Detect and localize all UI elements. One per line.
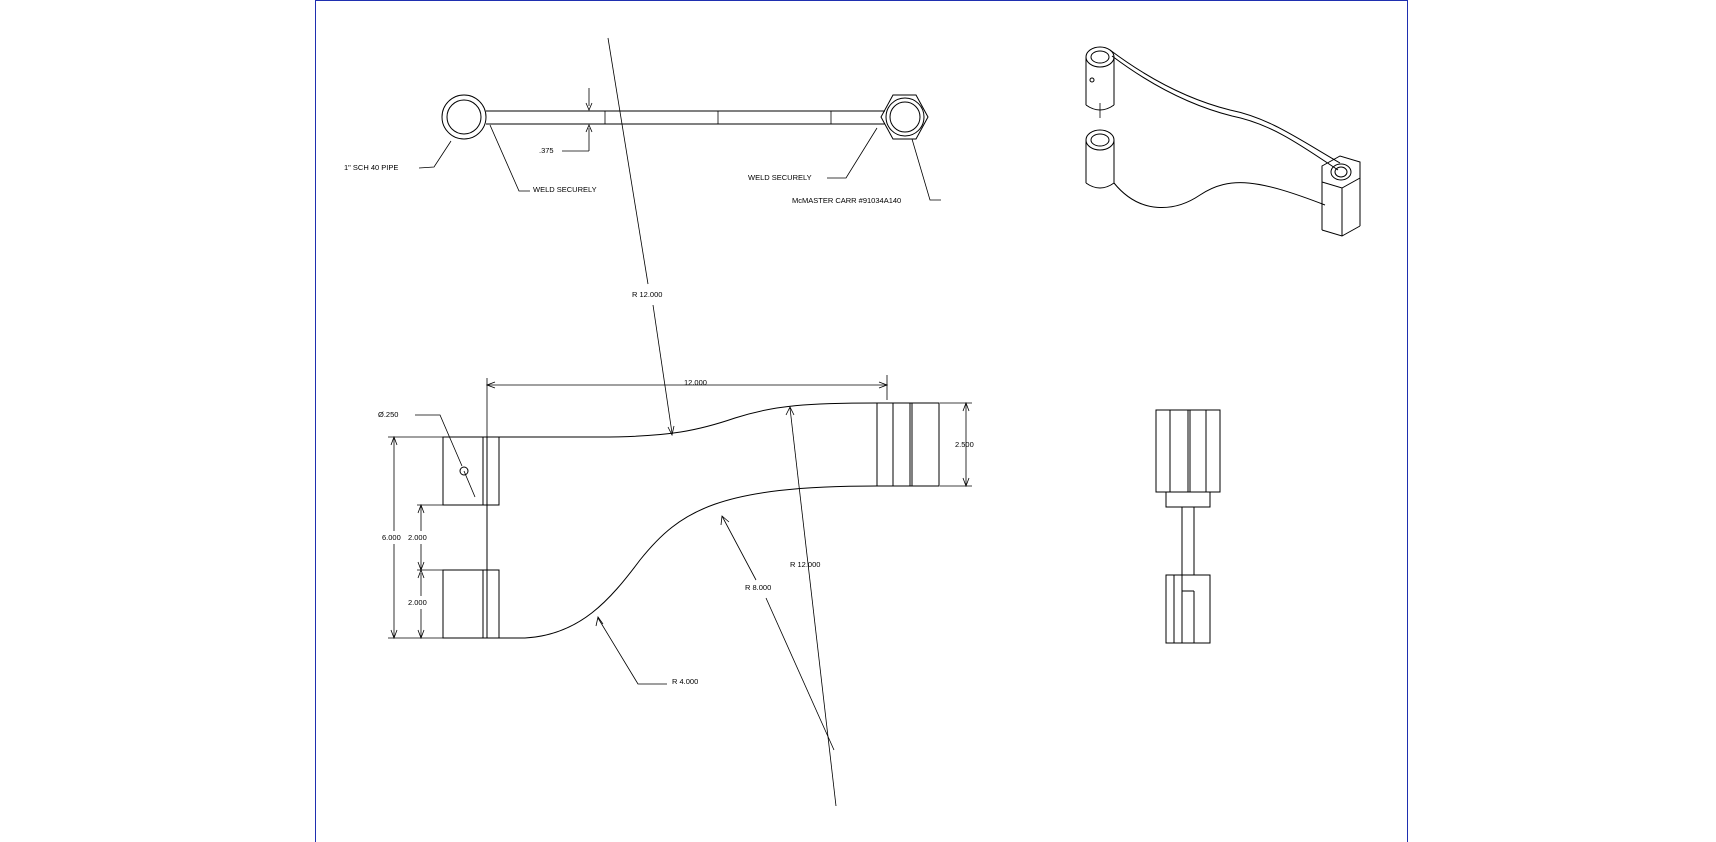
top-view: .375 1" SCH 40 PIPE WELD SECURELY WELD S…	[344, 88, 941, 205]
nut-label: McMASTER CARR #91034A140	[792, 196, 901, 205]
side-view	[1155, 409, 1221, 644]
pipe-label: 1" SCH 40 PIPE	[344, 163, 398, 172]
nut-bore-outer	[885, 97, 925, 137]
pipe-outer	[441, 94, 487, 140]
hole-dia-label: Ø.250	[378, 410, 398, 419]
weld-left-label: WELD SECURELY	[533, 185, 597, 194]
bracket-top-edge	[499, 402, 878, 438]
radius-12-lower-leader	[789, 407, 837, 807]
length-dimension	[485, 375, 889, 437]
end-nut	[876, 402, 940, 487]
weld-left-leader	[489, 124, 530, 192]
weld-right-leader	[827, 127, 878, 179]
hole-dia-leader	[415, 414, 463, 467]
pipe-inner	[446, 99, 482, 135]
bracket-bottom-edge	[499, 485, 878, 639]
pipe-leader	[418, 140, 452, 169]
radius-8-leader	[721, 515, 757, 581]
end-height-dimension	[940, 401, 972, 488]
thickness-dim-text: .375	[539, 146, 554, 155]
length-dim-text: 12.000	[684, 378, 707, 387]
block-height-dimension	[417, 568, 425, 640]
radius-8-label: R 8.000	[745, 583, 771, 592]
hex-nut	[880, 94, 929, 140]
radius-lower-label: R 12.000	[790, 560, 820, 569]
nut-leader	[911, 138, 941, 201]
isometric-view	[1085, 46, 1361, 237]
front-view: Ø.250 12.000 2.500 6.000	[378, 375, 974, 807]
radius-4-leader	[597, 617, 667, 685]
flat-bar	[486, 110, 885, 125]
radius-top-label: R 12.000	[632, 290, 662, 299]
block-height-text: 2.000	[408, 598, 427, 607]
gap-dim-text: 2.000	[408, 533, 427, 542]
overall-height-text: 6.000	[382, 533, 401, 542]
overall-height-dimension	[388, 435, 443, 640]
radius-4-label: R 4.000	[672, 677, 698, 686]
bolt-hole	[459, 466, 469, 476]
upper-pipe-block	[442, 436, 500, 506]
sheet-border	[315, 0, 1408, 842]
nut-bore-inner	[889, 101, 921, 133]
thickness-dimension	[562, 88, 593, 152]
lower-pipe-block	[442, 569, 500, 639]
end-height-text: 2.500	[955, 440, 974, 449]
weld-right-label: WELD SECURELY	[748, 173, 812, 182]
radius-12-top-leader	[607, 37, 675, 437]
